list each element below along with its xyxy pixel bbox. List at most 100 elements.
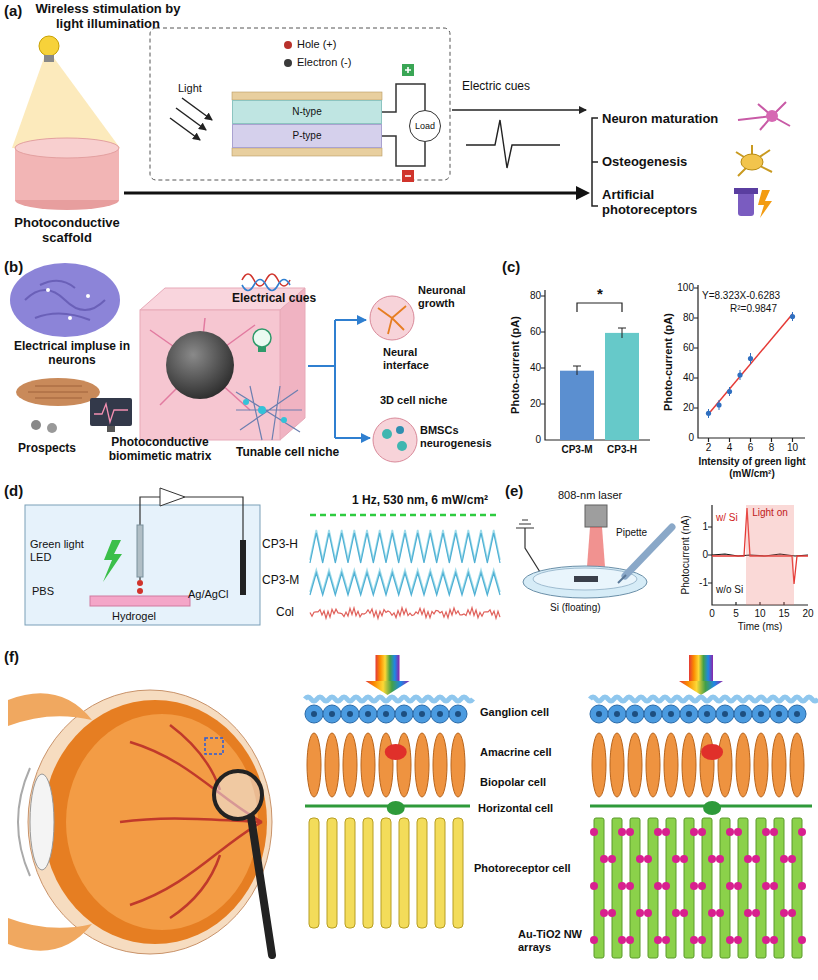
photoreceptor xyxy=(435,818,445,928)
bipolar-cell xyxy=(628,733,642,797)
brain xyxy=(10,263,120,337)
bipolar-cell xyxy=(343,733,357,797)
laser xyxy=(585,505,607,527)
photoreceptor xyxy=(453,818,463,928)
osteocyte-icon xyxy=(736,145,772,176)
label-text: 8 xyxy=(769,442,775,454)
label-text: BMSCs neurogenesis xyxy=(420,424,500,449)
ganglion-axons xyxy=(305,697,473,701)
error-bar xyxy=(573,328,626,375)
label-text: Neuron maturation xyxy=(602,112,718,127)
legend-text: Electron (-) xyxy=(297,56,351,69)
au-particle xyxy=(744,909,752,917)
label-text: Tunable cell niche xyxy=(236,446,339,460)
sparkle xyxy=(86,294,90,298)
electrode-bottom xyxy=(232,148,382,156)
bipolar-cell xyxy=(325,733,339,797)
panel-letter: (d) xyxy=(4,482,23,499)
vessels xyxy=(120,725,262,918)
horizontal-cell xyxy=(703,801,721,815)
au-particle xyxy=(698,882,706,890)
charge-dot xyxy=(137,588,143,594)
au-particle xyxy=(726,882,734,890)
au-particle xyxy=(608,909,616,917)
au-particle xyxy=(600,855,608,863)
light-arrow-head xyxy=(366,681,410,695)
neuron-sketch xyxy=(378,306,406,334)
retina xyxy=(305,655,473,928)
bipolar-cell xyxy=(451,733,465,797)
plus-terminal xyxy=(402,64,414,76)
bipolar-cell xyxy=(772,733,786,797)
wire xyxy=(382,84,425,112)
ganglion-nucleus xyxy=(437,711,443,717)
niche-dish xyxy=(373,418,417,462)
bipolar-cell xyxy=(307,733,321,797)
label-text: 0 xyxy=(688,432,694,444)
sclera xyxy=(28,690,272,954)
label-text: 60 xyxy=(530,326,541,338)
bipolar-cell xyxy=(361,733,375,797)
au-particle xyxy=(698,828,706,836)
cue-arrow xyxy=(452,109,586,110)
n-type-layer: N-type xyxy=(232,100,382,124)
ganglion-nucleus xyxy=(614,711,620,717)
dish-inner xyxy=(533,568,637,590)
label-text: 40 xyxy=(683,372,694,384)
eyelid xyxy=(8,693,92,726)
axes xyxy=(708,505,808,605)
ganglion-nucleus xyxy=(686,711,692,717)
electrode-top xyxy=(232,92,382,100)
label-text: 80 xyxy=(530,290,541,302)
electrode xyxy=(137,525,143,577)
au-particle xyxy=(600,909,608,917)
data-point xyxy=(748,356,753,361)
au-particle xyxy=(672,909,680,917)
photoreceptor-icon xyxy=(734,188,772,218)
ganglion-nucleus xyxy=(455,711,461,717)
light-bulb xyxy=(39,36,59,56)
trace-col xyxy=(310,608,500,619)
data-point xyxy=(727,389,732,394)
label-text: 1 xyxy=(702,521,708,533)
au-particle xyxy=(680,855,688,863)
ganglion-nucleus xyxy=(794,711,800,717)
label-text: Light xyxy=(178,82,202,95)
label-text: Si (floating) xyxy=(550,602,601,614)
ganglion-nucleus xyxy=(704,711,710,717)
bracket xyxy=(592,118,598,206)
au-particle xyxy=(654,828,662,836)
label-text: Ag/AgCl xyxy=(188,588,228,601)
bmsc xyxy=(397,441,407,451)
fiber-node xyxy=(258,406,266,414)
ganglion-cell xyxy=(662,705,680,723)
au-particle xyxy=(708,855,716,863)
eye xyxy=(8,690,272,955)
bulb-icon-base xyxy=(258,347,266,352)
panel-d-art xyxy=(25,488,500,625)
au-particle xyxy=(798,828,806,836)
ganglion-cell xyxy=(788,705,806,723)
panel-letter: (a) xyxy=(4,2,22,19)
light-pulses xyxy=(310,514,500,517)
eyelid xyxy=(8,918,92,951)
label-text: CP3-H xyxy=(607,444,637,456)
au-particle xyxy=(798,936,806,944)
au-particle xyxy=(780,855,788,863)
main-arrow-head xyxy=(576,186,590,200)
label-text: Photoconductive scaffold xyxy=(5,216,130,246)
ganglion-cell xyxy=(395,705,413,723)
au-particle xyxy=(744,855,752,863)
trace-cp3-m xyxy=(310,573,500,595)
light-cone xyxy=(12,58,120,148)
panel-a-art xyxy=(12,28,790,218)
ganglion-nucleus xyxy=(419,711,425,717)
ganglion-cell xyxy=(431,705,449,723)
au-particle xyxy=(654,882,662,890)
label-text: 10 xyxy=(754,608,765,620)
plus-sign xyxy=(405,67,411,73)
ganglion-axons xyxy=(590,697,818,701)
label-text: 3D cell niche xyxy=(380,394,447,407)
au-particle xyxy=(770,882,778,890)
label-text: 0 xyxy=(535,434,541,446)
